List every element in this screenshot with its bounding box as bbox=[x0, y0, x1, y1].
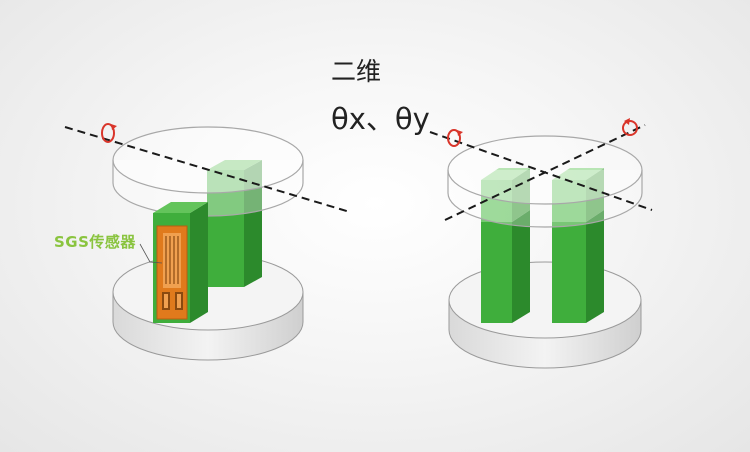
title-line-2: θx、θy bbox=[331, 102, 430, 136]
title-line-1: 二维 bbox=[331, 57, 382, 86]
left-assembly bbox=[64, 123, 351, 361]
sensor-leader-line bbox=[139, 243, 163, 264]
left-back-column bbox=[207, 160, 262, 287]
right-top-disc bbox=[447, 135, 643, 228]
left-top-disc bbox=[112, 126, 304, 217]
right-base-disc bbox=[448, 261, 642, 369]
right-column-left bbox=[481, 168, 530, 323]
left-rotation-arrow-icon bbox=[101, 123, 117, 143]
sensor-label: SGS传感器 bbox=[54, 233, 136, 251]
left-rotation-axis bbox=[64, 126, 351, 213]
right-column-right bbox=[552, 168, 604, 323]
right-assembly bbox=[429, 118, 653, 369]
right-rotation-axis-x bbox=[429, 131, 653, 211]
right-rotation-arrow-x-icon bbox=[447, 129, 463, 147]
right-rotation-arrow-y-icon bbox=[622, 118, 638, 136]
right-rotation-axis-y bbox=[444, 124, 646, 221]
sgs-sensor bbox=[156, 225, 188, 320]
